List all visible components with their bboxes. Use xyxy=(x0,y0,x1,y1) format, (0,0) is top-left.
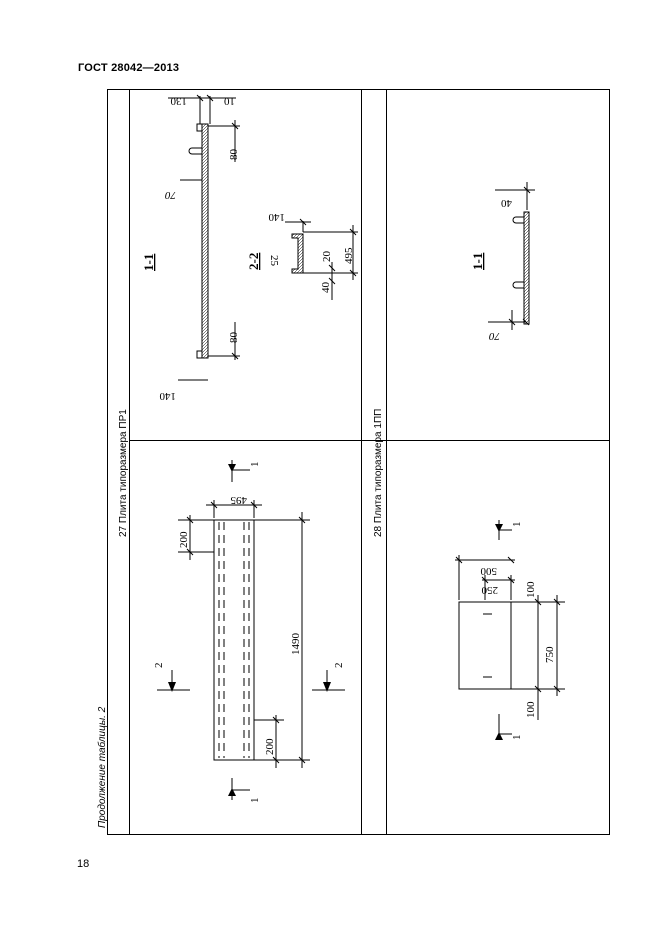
section-27-1-1 xyxy=(168,94,240,381)
cut-mark-2-left: 2 xyxy=(153,663,165,669)
section-label-28-1-1: 1-1 xyxy=(470,253,485,270)
row-title-divider xyxy=(386,90,387,834)
cut-mark-2-right: 2 xyxy=(333,663,345,669)
dim-200-top: 200 xyxy=(178,531,190,548)
dim-1490: 1490 xyxy=(290,633,302,656)
dim-200-bottom: 200 xyxy=(264,738,276,755)
dim-140-2-2: 140 xyxy=(268,211,285,223)
table-frame xyxy=(107,89,610,835)
dim-25: 25 xyxy=(268,255,280,267)
dim-100-bottom: 100 xyxy=(525,701,537,718)
dim-10: 10 xyxy=(224,95,236,107)
dim-500: 500 xyxy=(480,565,497,577)
dim-495-section: 495 xyxy=(343,247,355,264)
dim-140: 140 xyxy=(159,390,176,402)
page-number: 18 xyxy=(77,858,90,870)
document-header: ГОСТ 28042—2013 xyxy=(78,62,180,74)
section-28-1-1 xyxy=(488,182,535,330)
dim-130: 130 xyxy=(170,95,187,107)
dim-20: 20 xyxy=(321,251,333,263)
dim-100-top: 100 xyxy=(525,581,537,598)
dim-40-28: 40 xyxy=(501,197,513,209)
dim-70-28: 70 xyxy=(489,330,501,342)
dim-750: 750 xyxy=(544,646,556,663)
dim-40: 40 xyxy=(320,282,332,294)
section-divider xyxy=(129,440,609,441)
plan-28 xyxy=(455,520,565,740)
column-divider-caption xyxy=(129,90,130,834)
dim-70: 70 xyxy=(165,189,177,201)
dim-495-plan: 495 xyxy=(230,494,247,506)
cut-mark-28-bottom: 1 xyxy=(511,735,523,741)
plan-27 xyxy=(157,460,345,800)
dim-80-bottom: 80 xyxy=(228,332,240,344)
row-divider xyxy=(361,90,362,834)
dim-250: 250 xyxy=(481,584,498,596)
section-label-2-2: 2-2 xyxy=(246,253,261,270)
cut-mark-28-top: 1 xyxy=(511,522,523,528)
dim-80-top: 80 xyxy=(228,149,240,161)
section-label-1-1: 1-1 xyxy=(141,254,156,271)
cut-mark-1-bottom: 1 xyxy=(249,798,261,804)
cut-mark-1-top: 1 xyxy=(249,462,261,468)
section-27-2-2 xyxy=(285,218,358,300)
